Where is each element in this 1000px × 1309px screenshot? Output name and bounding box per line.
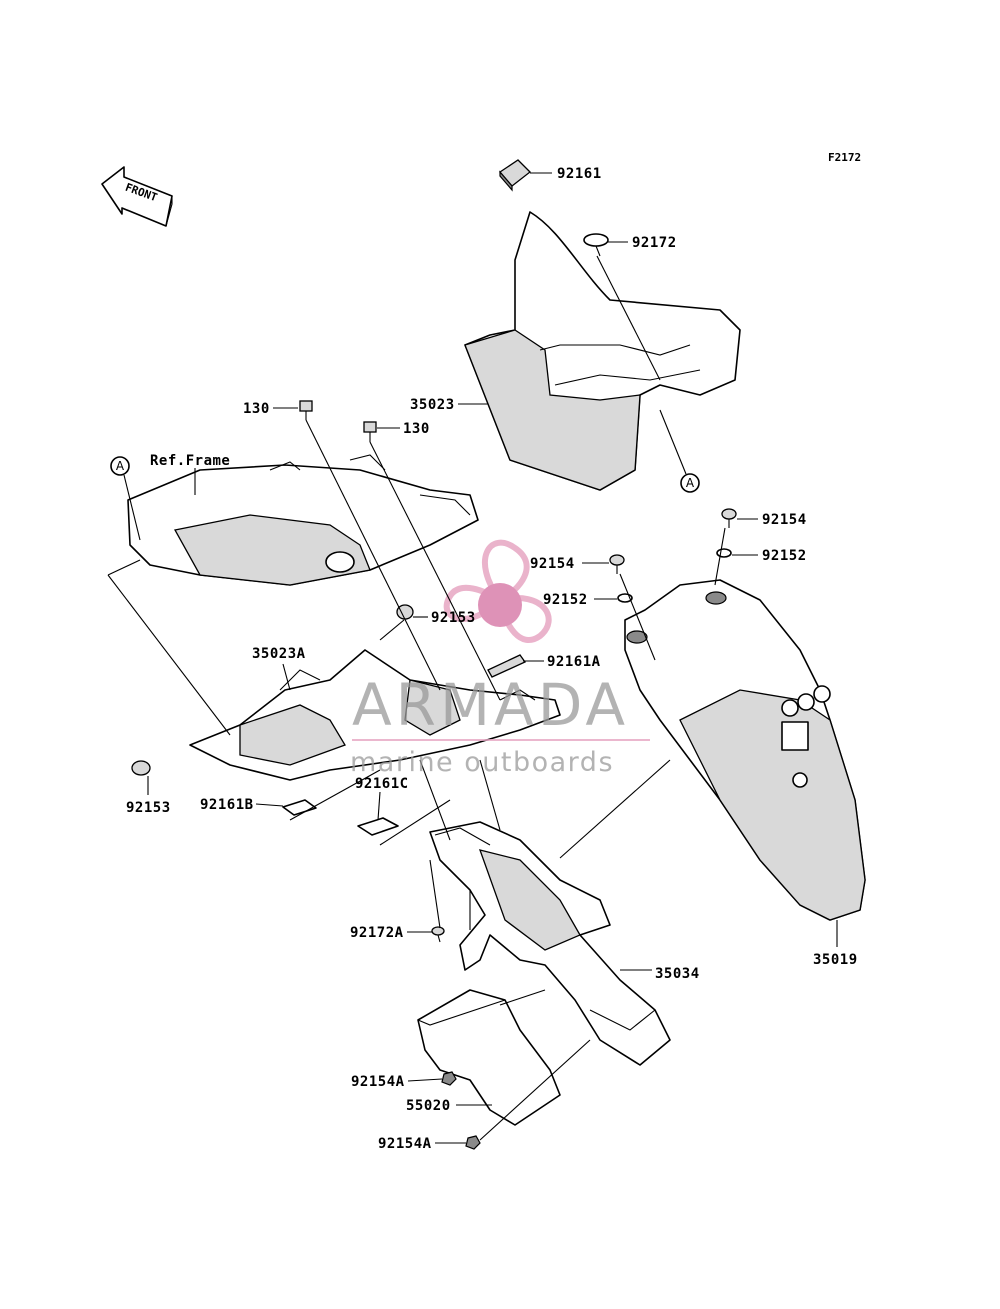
label-35023A: 35023A	[252, 646, 306, 691]
watermark-propeller-icon	[443, 539, 552, 643]
label-35023: 35023	[410, 397, 488, 413]
label-55020: 55020	[406, 1098, 492, 1114]
part-35019-rear-fender	[624, 579, 866, 921]
part-92161A-pad	[487, 654, 526, 678]
label-92161B: 92161B	[200, 797, 284, 813]
svg-text:92154A: 92154A	[351, 1074, 405, 1090]
part-92154A-nut-upper	[441, 1071, 457, 1086]
svg-text:92172A: 92172A	[350, 925, 404, 941]
svg-text:92172: 92172	[632, 235, 677, 251]
svg-text:A: A	[686, 476, 695, 490]
svg-text:92154A: 92154A	[378, 1136, 432, 1152]
front-arrow-icon: FRONT	[101, 166, 173, 227]
part-130-bolt-right	[363, 421, 377, 442]
part-92172A-clip	[431, 926, 445, 943]
label-92172: 92172	[608, 235, 677, 251]
part-92153-grommet-lower	[131, 760, 151, 776]
part-55020-plate	[417, 989, 561, 1126]
part-92172-clip	[583, 233, 609, 257]
svg-text:55020: 55020	[406, 1098, 451, 1114]
label-92153-upper: 92153	[413, 610, 476, 626]
part-92161B-pad	[282, 799, 317, 816]
label-92152-mid: 92152	[543, 592, 617, 608]
watermark-tagline: marine outboards	[350, 747, 614, 778]
label-92152-right: 92152	[732, 548, 807, 564]
diagram-code: F2172	[828, 151, 861, 164]
part-92152-washer-right	[716, 548, 732, 558]
svg-text:35023A: 35023A	[252, 646, 306, 662]
part-35023-rear-cover	[464, 211, 741, 491]
callout-a-left: A	[110, 456, 141, 541]
label-92154A-upper: 92154A	[351, 1074, 443, 1090]
svg-text:35034: 35034	[655, 966, 700, 982]
assembly-lines	[107, 255, 726, 1141]
part-92154-screw-mid	[609, 554, 625, 574]
part-92154-screw-right	[721, 508, 737, 528]
svg-text:130: 130	[243, 401, 270, 417]
part-92154A-nut-lower	[465, 1135, 481, 1150]
part-35023A-under-tray	[189, 649, 561, 781]
part-35034-bracket	[429, 821, 671, 1066]
svg-text:92152: 92152	[543, 592, 588, 608]
label-92154A-lower: 92154A	[378, 1136, 466, 1152]
label-92154-mid: 92154	[530, 556, 609, 572]
svg-text:92153: 92153	[126, 800, 171, 816]
svg-text:92161C: 92161C	[355, 776, 409, 792]
label-92161C: 92161C	[355, 776, 409, 821]
svg-text:92161A: 92161A	[547, 654, 601, 670]
svg-text:92161B: 92161B	[200, 797, 254, 813]
ref-frame-label: Ref.Frame	[150, 453, 230, 469]
svg-text:92154: 92154	[530, 556, 575, 572]
svg-text:92154: 92154	[762, 512, 807, 528]
label-92153-lower: 92153	[126, 776, 171, 816]
callout-a-right: A	[659, 409, 700, 493]
label-35019: 35019	[813, 920, 858, 968]
svg-text:92153: 92153	[431, 610, 476, 626]
label-92161A: 92161A	[523, 654, 601, 670]
watermark-brand: ARMADA	[352, 671, 629, 739]
label-92172A: 92172A	[350, 925, 432, 941]
svg-text:92152: 92152	[762, 548, 807, 564]
label-130-left: 130	[243, 401, 298, 417]
label-130-right: 130	[377, 421, 430, 437]
part-92161C-pad	[357, 817, 399, 836]
reference-frame	[127, 454, 479, 586]
svg-text:130: 130	[403, 421, 430, 437]
svg-text:A: A	[116, 459, 125, 473]
svg-text:92161: 92161	[557, 166, 602, 182]
label-92154-right: 92154	[737, 512, 807, 528]
label-92161: 92161	[530, 166, 602, 182]
svg-text:35019: 35019	[813, 952, 858, 968]
part-92161-pad	[499, 159, 531, 192]
label-35034: 35034	[620, 966, 700, 982]
part-130-bolt-left	[299, 400, 313, 420]
svg-text:35023: 35023	[410, 397, 455, 413]
